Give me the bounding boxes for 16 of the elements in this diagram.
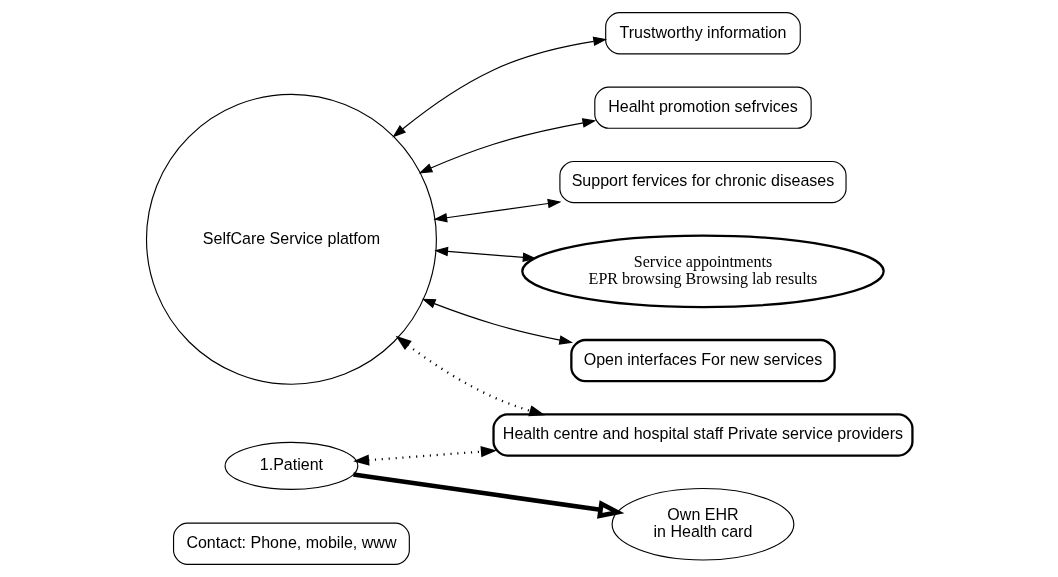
- node-box: Health centre and hospital staff Private service providers: [491, 413, 914, 457]
- node-box: Contact: Phone, mobile, www: [172, 522, 410, 565]
- arrow: [418, 118, 596, 174]
- arrow: [395, 335, 545, 417]
- arrow: [391, 36, 607, 138]
- arrow: [421, 298, 573, 345]
- node-ellipse: Own EHR in Health card: [611, 487, 794, 561]
- node-box: Healht promotion sefrvices: [593, 86, 812, 129]
- arrow: [432, 198, 561, 223]
- arrow: [352, 446, 497, 466]
- node-ellipse: 1.Patient: [224, 441, 358, 490]
- arrow: [433, 246, 536, 263]
- node-box: Open interfaces For new services: [569, 338, 836, 383]
- arrow: [352, 472, 624, 519]
- node-box: Support fervices for chronic diseases: [558, 160, 847, 204]
- node-box: Trustworthy information: [604, 12, 801, 55]
